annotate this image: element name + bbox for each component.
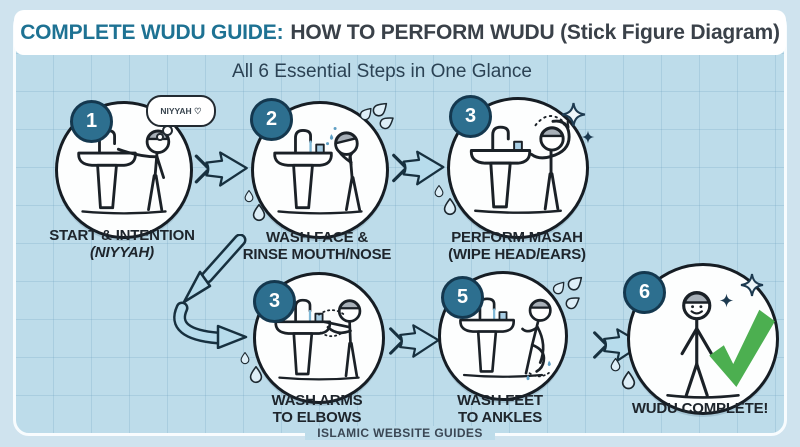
standing-figure-with-checkmark-illustration [666, 291, 775, 399]
thought-bubble-dot [162, 125, 173, 136]
title-highlight: COMPLETE WUDU GUIDE: [20, 20, 284, 44]
grid-background-frame [13, 10, 787, 436]
thought-bubble-dot [156, 133, 164, 141]
step-4-label: WASH ARMS TO ELBOWS [271, 392, 363, 426]
washing-face-at-sink-illustration [273, 127, 363, 215]
sparkle-icon [740, 273, 764, 297]
washing-arms-at-sink-illustration [274, 298, 362, 381]
intention-at-sink-illustration [77, 128, 171, 215]
droplet-icon [359, 98, 400, 132]
wiping-head-at-sink-illustration [469, 115, 571, 214]
droplet-icon [240, 352, 270, 392]
checkmark-icon [709, 309, 775, 387]
step-number: 1 [85, 110, 98, 132]
step-5-badge: 5 [441, 276, 484, 319]
step-number: 3 [268, 290, 281, 312]
droplet-icon [610, 358, 644, 398]
step-number: 3 [464, 105, 477, 127]
step-6-label: WUDU COMPLETE! [631, 400, 769, 417]
flow-arrow-step1-to-step2 [194, 151, 248, 187]
sparkle-icon [561, 102, 586, 127]
thought-bubble: NIYYAH ♡ [146, 95, 216, 127]
step-number: 5 [456, 286, 469, 308]
step-1-label: START & INTENTION (NIYYAH) [49, 227, 195, 261]
flow-arrow-step2-to-step3 [392, 150, 445, 186]
step-3-badge: 3 [449, 95, 492, 138]
droplet-icon [434, 185, 464, 225]
sparkle-icon [581, 130, 595, 144]
droplet-icon [244, 190, 274, 230]
step-3-label: PERFORM MASAH (WIPE HEAD/EARS) [448, 229, 586, 263]
thought-text: NIYYAH ♡ [160, 105, 202, 116]
flow-arrow-step4-to-step5 [389, 324, 440, 358]
step-4-badge: 3 [253, 280, 296, 323]
step-2-badge: 2 [250, 98, 293, 141]
droplet-icon [552, 274, 593, 314]
header-bar: COMPLETE WUDU GUIDE: HOW TO PERFORM WUDU… [14, 10, 786, 55]
step-2-label: WASH FACE & RINSE MOUTH/NOSE [242, 229, 392, 263]
step-6-badge: 6 [623, 271, 666, 314]
step-1-badge: 1 [70, 100, 113, 143]
footer: ISLAMIC WEBSITE GUIDES [0, 424, 800, 442]
washing-feet-at-sink-illustration [459, 297, 552, 381]
step-number: 2 [265, 108, 278, 130]
step-number: 6 [638, 281, 651, 303]
step-5-circle [438, 271, 568, 401]
flow-arrow-down-to-step4 [173, 234, 248, 349]
footer-text: ISLAMIC WEBSITE GUIDES [305, 426, 495, 440]
sparkle-icon [719, 293, 734, 308]
subtitle: All 6 Essential Steps in One Glance [232, 61, 532, 82]
step-5-label: WASH FEET TO ANKLES [457, 392, 543, 426]
step-1-circle [55, 101, 193, 239]
title-rest: HOW TO PERFORM WUDU (Stick Figure Diagra… [290, 20, 780, 44]
